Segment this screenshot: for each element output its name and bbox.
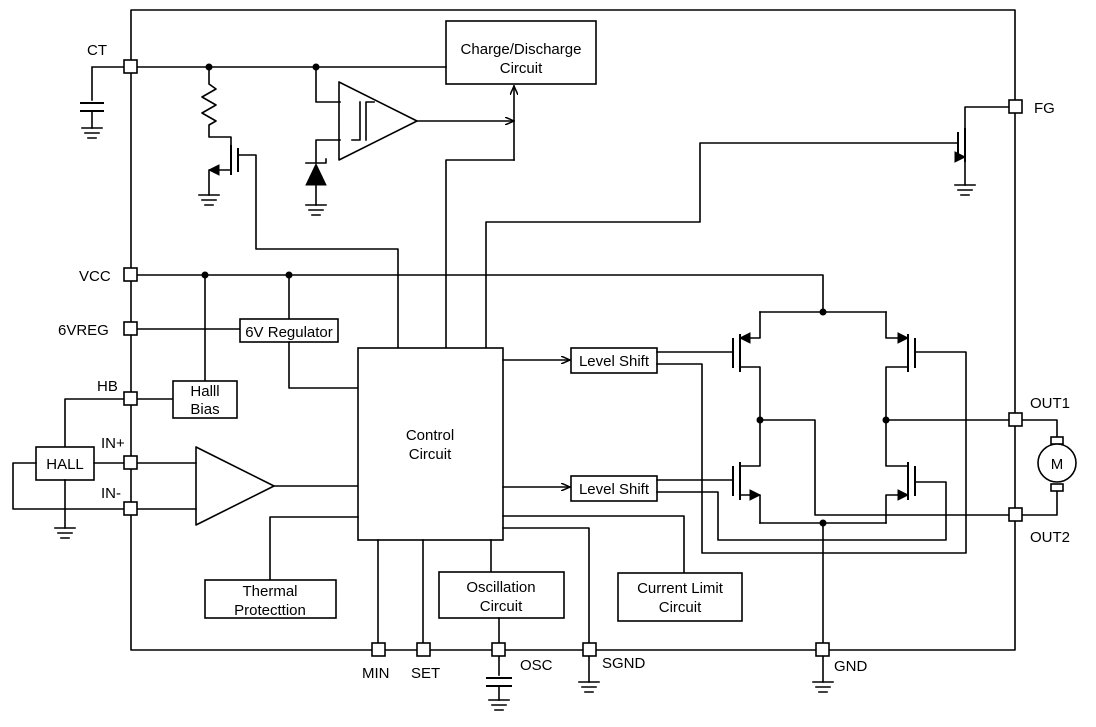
level-shift-top-block: Level Shift xyxy=(570,347,658,374)
pin-gnd xyxy=(815,642,830,657)
control-label-1: Control xyxy=(406,427,454,444)
pin-label-6vreg: 6VREG xyxy=(58,322,109,339)
level-shift-top-label: Level Shift xyxy=(579,353,650,370)
hall-bias-block: Halll Bias xyxy=(172,380,238,419)
pin-label-vcc: VCC xyxy=(79,268,111,285)
thermal-label-1: Thermal xyxy=(242,583,297,600)
pin-label-in-minus: IN- xyxy=(101,485,121,502)
pin-hb xyxy=(123,391,138,406)
level-shift-bottom-block: Level Shift xyxy=(570,475,658,502)
pin-label-hb: HB xyxy=(97,378,118,395)
charge-discharge-label-2: Circuit xyxy=(500,60,543,77)
pin-min xyxy=(371,642,386,657)
pin-label-min: MIN xyxy=(362,665,390,682)
pin-vcc xyxy=(123,267,138,282)
pin-label-osc: OSC xyxy=(520,657,553,674)
pin-label-out1: OUT1 xyxy=(1030,395,1070,412)
pin-label-out2: OUT2 xyxy=(1030,529,1070,546)
pin-6vreg xyxy=(123,321,138,336)
regulator-block: 6V Regulator xyxy=(239,318,339,343)
pin-in-plus xyxy=(123,455,138,470)
pin-label-fg: FG xyxy=(1034,100,1055,117)
control-label-2: Circuit xyxy=(409,446,452,463)
pin-label-in-plus: IN+ xyxy=(101,435,125,452)
level-shift-bottom-label: Level Shift xyxy=(579,481,650,498)
charge-discharge-block: Charge/Discharge Circuit xyxy=(445,20,597,85)
pin-osc xyxy=(491,642,506,657)
current-limit-label-2: Circuit xyxy=(659,599,702,616)
pin-out2 xyxy=(1008,507,1023,522)
regulator-label: 6V Regulator xyxy=(245,324,333,341)
charge-discharge-label-1: Charge/Discharge xyxy=(461,41,582,58)
pin-label-gnd: GND xyxy=(834,658,868,675)
pin-sgnd xyxy=(582,642,597,657)
current-limit-label-1: Current Limit xyxy=(637,580,724,597)
motor-label: M xyxy=(1051,456,1064,473)
thermal-label-2: Protecttion xyxy=(234,602,306,619)
pin-label-sgnd: SGND xyxy=(602,655,646,672)
hall-bias-label-2: Bias xyxy=(190,401,219,418)
current-limit-block: Current Limit Circuit xyxy=(617,572,743,622)
oscillation-label-2: Circuit xyxy=(480,598,523,615)
pin-label-ct: CT xyxy=(87,42,107,59)
pin-in-minus xyxy=(123,501,138,516)
hall-bias-label-1: Halll xyxy=(190,383,219,400)
hall-sensor: HALL xyxy=(35,446,95,481)
thermal-protection-block: Thermal Protecttion xyxy=(204,579,337,619)
pin-set xyxy=(416,642,431,657)
pin-label-set: SET xyxy=(411,665,440,682)
oscillation-label-1: Oscillation xyxy=(466,579,535,596)
hall-label: HALL xyxy=(46,456,84,473)
oscillation-block: Oscillation Circuit xyxy=(438,571,565,619)
control-circuit-block: Control Circuit xyxy=(357,347,504,541)
pin-fg xyxy=(1008,99,1023,114)
pin-out1 xyxy=(1008,412,1023,427)
pin-ct xyxy=(123,59,138,74)
motor: M xyxy=(1037,443,1077,483)
